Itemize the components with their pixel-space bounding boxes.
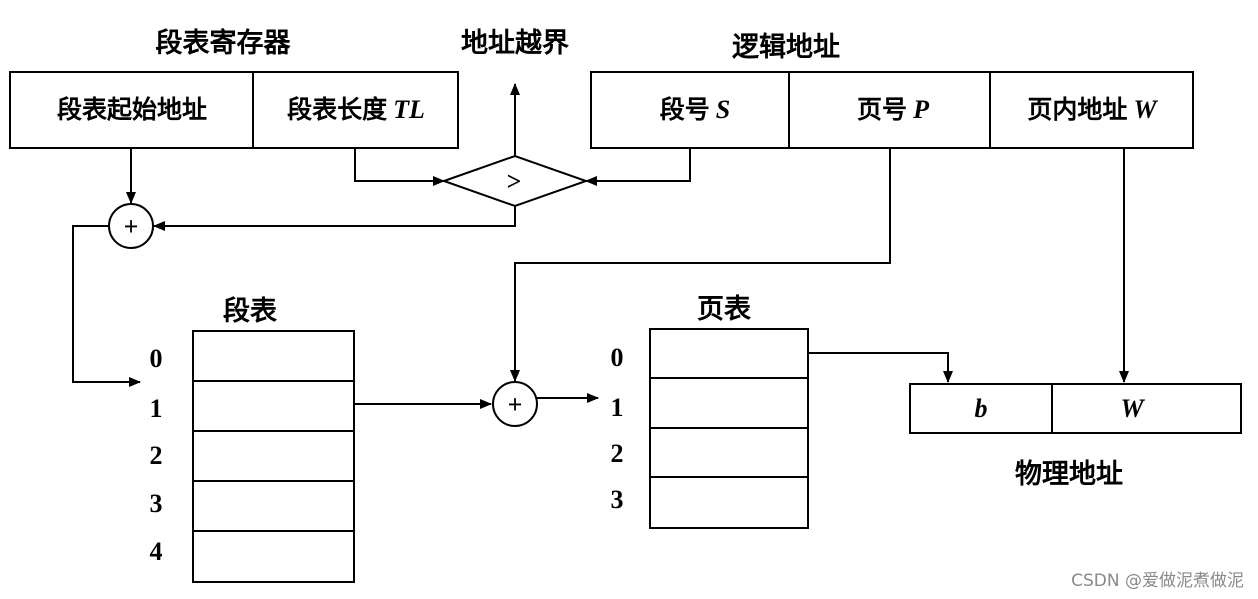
segment-table-index: 0 — [150, 344, 163, 373]
length-to-comparator-arrow — [354, 148, 445, 186]
page-table-index: 3 — [611, 485, 624, 514]
adder-to-segment-table-arrow — [72, 225, 141, 387]
page-table: 0 1 2 3 — [611, 328, 809, 529]
page-table-index: 0 — [611, 343, 624, 372]
page-table-index: 2 — [611, 439, 624, 468]
top-adder: + — [108, 203, 154, 249]
middle-adder: + — [492, 381, 538, 427]
segment-table-index: 1 — [150, 394, 163, 423]
comparator: > — [440, 154, 590, 208]
physical-address-box — [909, 383, 1242, 434]
segment-table-box — [192, 330, 355, 583]
top-adder-symbol: + — [124, 212, 139, 241]
logical-address-title: 逻辑地址 — [732, 32, 840, 63]
segment-table-title: 段表 — [223, 296, 277, 327]
page-number-to-adder-arrow — [510, 148, 891, 382]
segment-table-index: 3 — [150, 489, 163, 518]
page-table-to-block-arrow — [808, 352, 953, 383]
segment-table-index: 2 — [150, 441, 163, 470]
comparator-to-adder-arrow — [153, 206, 516, 231]
segment-number-to-comparator-arrow — [585, 148, 691, 186]
page-table-title: 页表 — [697, 294, 751, 325]
logical-address-box — [590, 71, 1194, 149]
segment-table: 0 1 2 3 4 — [150, 330, 355, 583]
segment-register-box — [9, 71, 459, 149]
page-table-index: 1 — [611, 393, 624, 422]
physical-address-title: 物理地址 — [1015, 459, 1123, 490]
comparator-symbol: > — [507, 167, 522, 196]
physical-offset-label: W — [1120, 394, 1145, 423]
segment-table-index: 4 — [150, 537, 163, 566]
segment-table-start-address-label: 段表起始地址 — [57, 95, 207, 124]
middle-adder-circle — [492, 381, 538, 427]
physical-address: b W — [909, 383, 1242, 434]
segment-register-title: 段表寄存器 — [156, 27, 292, 59]
middle-adder-symbol: + — [508, 390, 523, 419]
watermark: CSDN @爱做泥煮做泥 — [1071, 571, 1244, 591]
out-of-bounds-label: 地址越界 — [461, 28, 569, 59]
physical-block-label: b — [975, 394, 988, 423]
